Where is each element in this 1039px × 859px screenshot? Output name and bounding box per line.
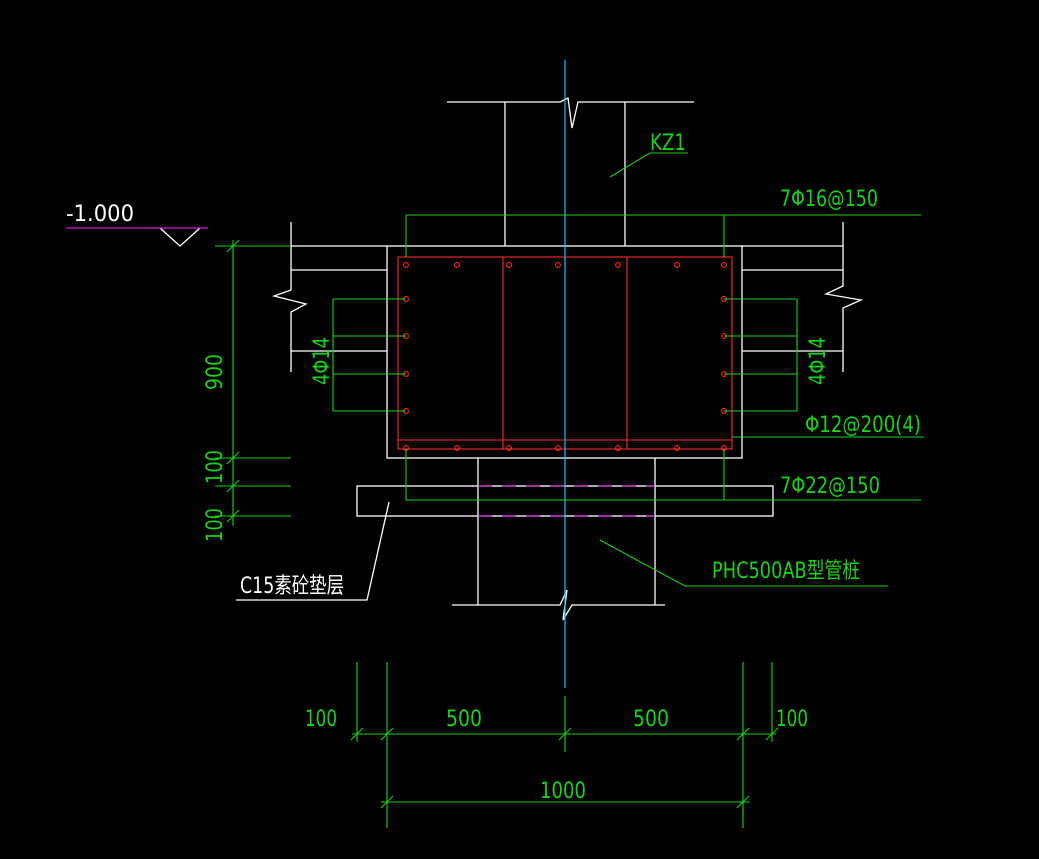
dim-vertical-100-b: 100 xyxy=(203,508,228,542)
label-pile: PHC500AB型管桩 xyxy=(712,559,860,584)
top-bars-leader xyxy=(405,214,921,257)
label-side-bars-right: 4Φ14 xyxy=(806,337,831,385)
label-stirrups: Φ12@200(4) xyxy=(805,413,921,438)
white-annotations: C15素砼垫层 -1.000 xyxy=(66,202,344,599)
right-side-leaders xyxy=(724,298,798,412)
dim-h-500-left: 500 xyxy=(446,707,482,732)
label-bottom-bars: 7Φ22@150 xyxy=(780,474,880,499)
label-cushion: C15素砼垫层 xyxy=(240,574,344,599)
pile-leader xyxy=(599,539,888,587)
label-side-bars-left: 4Φ14 xyxy=(310,337,335,385)
beam-right-break xyxy=(823,222,864,372)
pile-hidden-lines xyxy=(478,485,655,517)
cushion-leader xyxy=(236,501,390,601)
dim-h-100-left: 100 xyxy=(305,707,337,732)
beam-left-break xyxy=(271,222,308,372)
dim-h-100-right: 100 xyxy=(776,707,808,732)
dim-vertical-100-a: 100 xyxy=(203,450,228,484)
dim-h-total: 1000 xyxy=(540,779,586,804)
annotations: KZ1 7Φ16@150 Φ12@200(4) 7Φ22@150 PHC500A… xyxy=(203,131,921,804)
bottom-bars-leader xyxy=(405,449,921,501)
pile-break-line xyxy=(452,589,665,621)
label-top-bars: 7Φ16@150 xyxy=(780,187,878,212)
left-side-leaders xyxy=(332,298,406,412)
elevation-triangle xyxy=(159,227,201,247)
leaders-and-dimensions xyxy=(215,152,924,828)
column-break-line xyxy=(447,97,694,129)
kz1-leader xyxy=(609,152,688,178)
dim-h-500-right: 500 xyxy=(633,707,669,732)
label-column: KZ1 xyxy=(650,131,686,156)
dim-vertical-900: 900 xyxy=(203,354,228,390)
concrete-outlines xyxy=(159,97,864,621)
top-bar-dots xyxy=(403,262,727,268)
label-elevation: -1.000 xyxy=(66,202,134,227)
